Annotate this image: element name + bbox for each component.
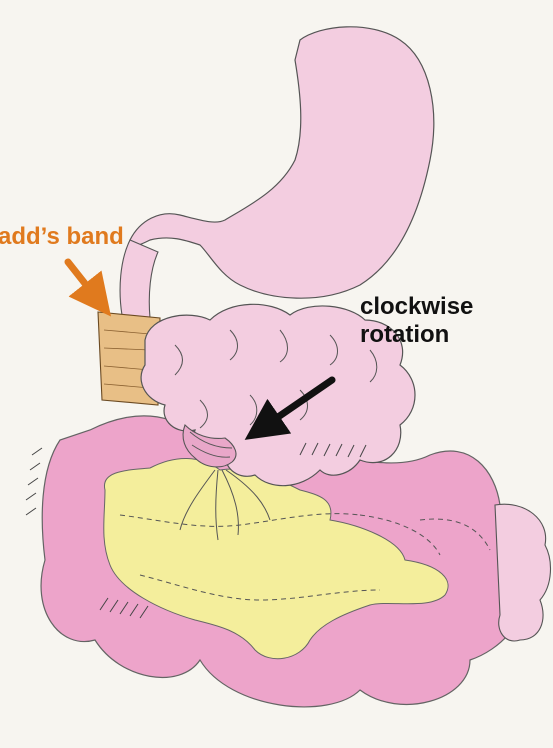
duodenum <box>120 240 158 318</box>
rotation-label-line-2: rotation <box>360 321 473 349</box>
rotation-label-line-1: clockwise <box>360 293 473 321</box>
clockwise-rotation-label: clockwise rotation <box>360 293 473 349</box>
stomach <box>130 27 434 298</box>
orange-arrow-icon <box>68 262 98 300</box>
right-bowel-loop <box>495 504 550 641</box>
ladds-band-label: add’s band <box>0 223 124 251</box>
